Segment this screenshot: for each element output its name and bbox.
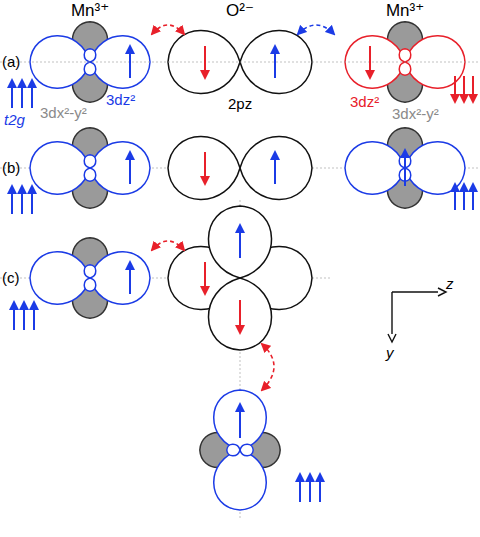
- mn-orbital: [30, 238, 150, 318]
- axis-arrows: [388, 288, 446, 342]
- exchange-arrow: [152, 241, 184, 250]
- mn-orbital: [30, 128, 150, 208]
- orbital-label: 3dx²-y²: [40, 105, 87, 121]
- exchange-arrow: [152, 25, 184, 34]
- axis-label: y: [386, 345, 394, 361]
- exchange-arrow: [298, 25, 334, 34]
- mn-orbital: [200, 390, 280, 510]
- orbital-label: 3dz²: [106, 92, 135, 108]
- orbital-label: 3dx²-y²: [392, 106, 439, 122]
- orbital-label: 2pz: [228, 96, 252, 112]
- panel-label: (b): [2, 160, 20, 176]
- ion-label: Mn³⁺: [71, 2, 109, 20]
- exchange-arrow: [262, 344, 274, 390]
- mn-orbital: [345, 128, 465, 208]
- orbital-label: t2g: [4, 112, 25, 128]
- axis-label: z: [446, 276, 454, 292]
- ion-label: O²⁻: [226, 2, 254, 20]
- panel-label: (a): [2, 54, 20, 70]
- axis-line: [0, 62, 480, 63]
- spin-arrows: [12, 150, 473, 214]
- panel-label: (c): [2, 270, 20, 286]
- ion-label: Mn³⁺: [386, 2, 424, 20]
- orbital-label: 3dz²: [350, 94, 379, 110]
- o-orbital: [168, 136, 312, 199]
- o-orbital: [168, 206, 312, 350]
- spin-arrows: [14, 225, 320, 502]
